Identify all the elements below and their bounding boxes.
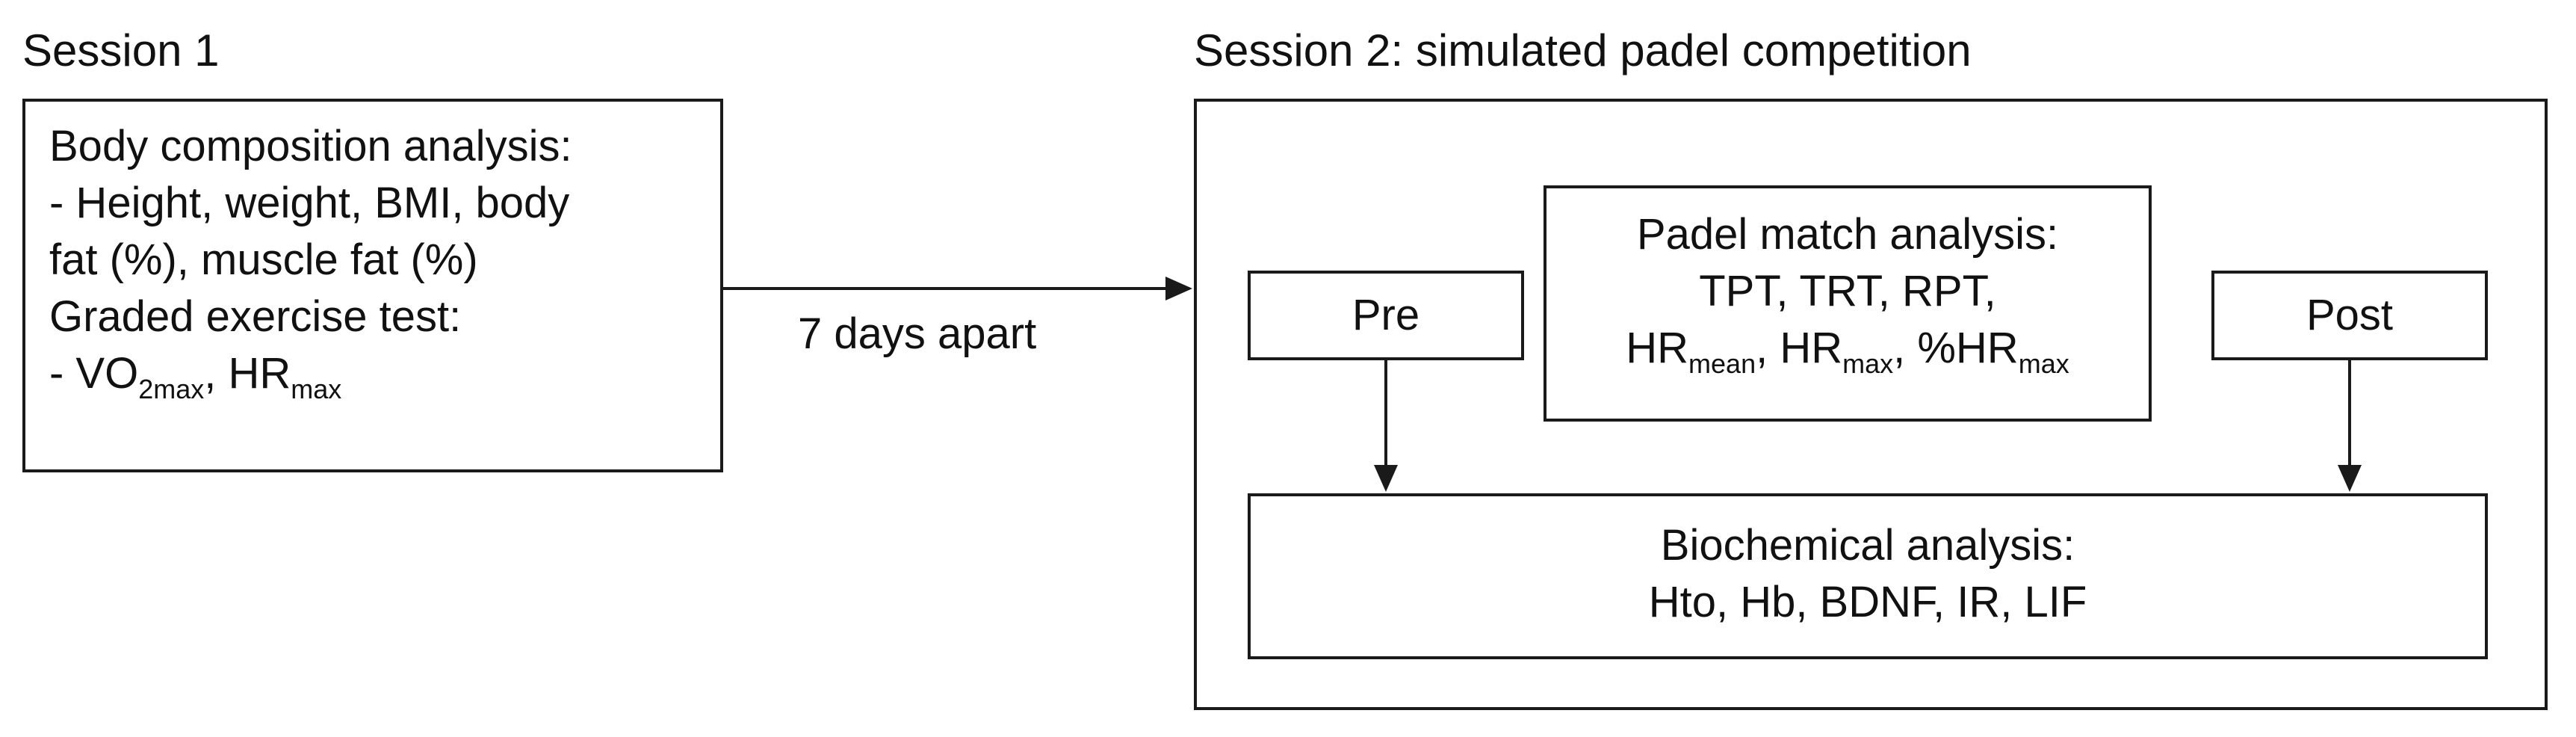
session2-title: Session 2: simulated padel competition	[1194, 25, 1972, 75]
hrmean-subscript: mean	[1688, 348, 1756, 379]
pct-hrmax-subscript: max	[2018, 348, 2069, 379]
hrmax-subscript-2: max	[1842, 348, 1894, 379]
biochemical-box: Biochemical analysis: Hto, Hb, BDNF, IR,…	[1248, 493, 2488, 659]
padel-match-title: Padel match analysis:	[1636, 210, 2059, 259]
pre-label: Pre	[1352, 291, 1420, 339]
post-label: Post	[2306, 291, 2394, 339]
arrow-label: 7 days apart	[798, 309, 1037, 358]
biochemical-markers: Hto, Hb, BDNF, IR, LIF	[1648, 578, 2087, 626]
session1-line-body-composition: Body composition analysis:	[49, 122, 572, 170]
hrmean-prefix: HR	[1626, 324, 1689, 372]
session1-line-vo2max: - VO2max, HRmax	[49, 345, 720, 407]
session1-box: Body composition analysis: - Height, wei…	[22, 99, 723, 472]
session1-line-height-weight: - Height, weight, BMI, body	[49, 179, 570, 227]
vo2max-subscript: 2max	[138, 374, 205, 404]
session1-title: Session 1	[22, 25, 220, 75]
vo2max-prefix: - VO	[49, 349, 139, 398]
hrmax-subscript: max	[291, 374, 342, 404]
padel-match-hr: HRmean, HRmax, %HRmax	[1546, 320, 2149, 382]
padel-match-times: TPT, TRT, RPT,	[1699, 267, 1996, 315]
session1-line-fat: fat (%), muscle fat (%)	[49, 235, 478, 284]
hrmax-prefix: , HR	[204, 349, 291, 398]
padel-match-box: Padel match analysis: TPT, TRT, RPT, HRm…	[1544, 185, 2152, 422]
hrmax-prefix-2: , HR	[1756, 324, 1843, 372]
post-box: Post	[2211, 271, 2488, 360]
pct-hrmax-prefix: , %HR	[1893, 324, 2019, 372]
pre-box: Pre	[1248, 271, 1524, 360]
biochemical-title: Biochemical analysis:	[1660, 521, 2075, 570]
session1-line-graded-test: Graded exercise test:	[49, 292, 462, 341]
